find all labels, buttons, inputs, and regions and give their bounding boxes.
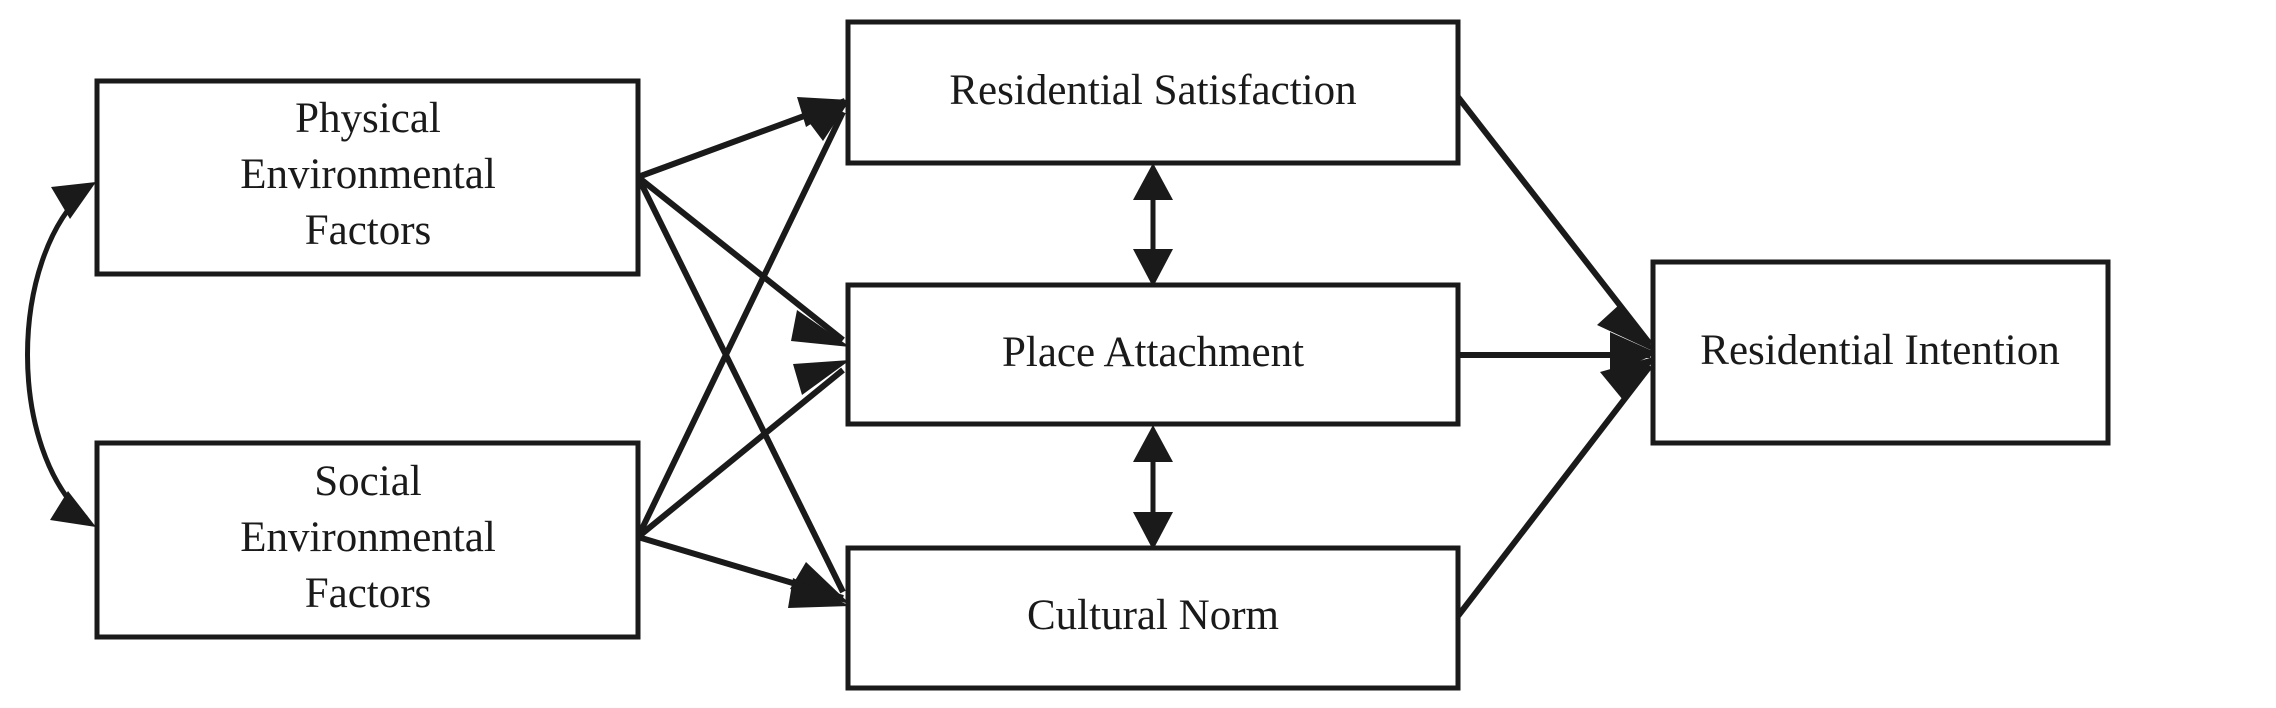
node-label-residential-satisfaction: Residential Satisfaction [949, 67, 1356, 114]
node-box-residential-satisfaction[interactable] [845, 19, 1461, 166]
node-place-attachment[interactable]: Place Attachment [845, 282, 1461, 427]
node-label-cultural-norm: Cultural Norm [1027, 592, 1279, 639]
node-label-physical-environmental-factors-line3: Factors [305, 207, 432, 254]
edge-pef-to-cultural-norm [635, 175, 846, 594]
node-label-physical-environmental-factors: Physical [295, 95, 441, 142]
arrowhead-sef-to-cultural-norm [788, 578, 850, 608]
arrowhead-cultural-norm-to-intention [1600, 356, 1657, 400]
arrowhead-pef-sef-bottom [50, 491, 96, 527]
node-box-cultural-norm[interactable] [845, 545, 1461, 691]
arrowhead-pef-sef-top [51, 182, 96, 219]
node-label-social-environmental-factors-line2: Environmental [240, 514, 496, 561]
arrowhead-pef-to-place-attachment [791, 310, 850, 347]
edge-pef-sef-correlation [25, 188, 88, 520]
node-residential-intention[interactable]: Residential Intention [1650, 259, 2111, 446]
node-box-place-attachment[interactable] [845, 282, 1461, 427]
node-label-physical-environmental-factors-line2: Environmental [240, 151, 496, 198]
edge-group [25, 95, 1657, 618]
node-box-physical-environmental-factors[interactable] [94, 78, 641, 277]
node-physical-environmental-factors[interactable]: Physical Environmental Factors [94, 78, 641, 277]
edge-sef-to-place-attachment [636, 367, 845, 540]
arrowhead-rs-pa-down [1133, 249, 1173, 287]
arrowhead-sef-to-place-attachment [793, 360, 850, 395]
node-residential-satisfaction[interactable]: Residential Satisfaction [845, 19, 1461, 166]
edge-cultural-norm-to-intention [1455, 364, 1653, 618]
arrowhead-place-attachment-to-intention [1610, 332, 1657, 375]
node-label-place-attachment: Place Attachment [1002, 329, 1304, 376]
node-label-residential-intention: Residential Intention [1700, 327, 2059, 374]
edge-pef-to-place-attachment [636, 174, 845, 343]
edge-residential-satisfaction-to-intention [1455, 95, 1653, 346]
node-label-social-environmental-factors: Social [314, 458, 422, 505]
edge-sef-to-residential-satisfaction [635, 110, 846, 539]
node-box-residential-intention[interactable] [1650, 259, 2111, 446]
arrowhead-pa-cn-down [1133, 512, 1173, 550]
arrowhead-pa-cn-up [1133, 425, 1173, 462]
node-cultural-norm[interactable]: Cultural Norm [845, 545, 1461, 691]
arrowhead-sef-to-residential-satisfaction [802, 100, 850, 141]
node-label-social-environmental-factors-line3: Factors [305, 570, 432, 617]
node-social-environmental-factors[interactable]: Social Environmental Factors [94, 440, 641, 640]
arrowhead-rs-pa-up [1133, 163, 1173, 200]
arrowhead-residential-satisfaction-to-intention [1597, 304, 1657, 353]
node-box-social-environmental-factors[interactable] [94, 440, 641, 640]
